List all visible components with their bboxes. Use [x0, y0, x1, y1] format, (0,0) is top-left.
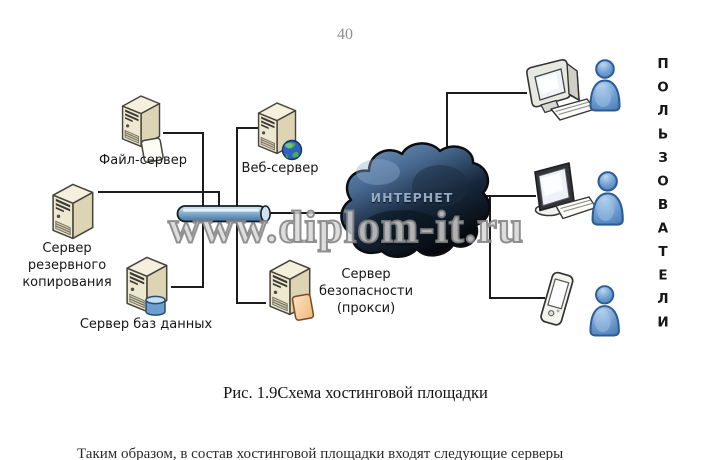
desktop-crt-icon	[526, 59, 596, 121]
web-server-icon	[257, 102, 303, 161]
security-server-label: Сервер безопасности (прокси)	[318, 267, 414, 316]
file-card-badge	[140, 137, 164, 163]
user-figure-3	[589, 285, 620, 337]
user-figure-1	[589, 59, 621, 112]
proxy-card-badge	[291, 293, 315, 321]
keyboard-icon	[550, 98, 596, 121]
backup-server-icon	[52, 183, 94, 240]
line-backupserver-hub	[98, 191, 220, 206]
line-internet-pc1	[446, 92, 527, 152]
internet-label: ИНТЕРНЕТ	[370, 190, 454, 205]
line-internet-pda	[489, 196, 545, 299]
line-dbserver-hub	[171, 222, 204, 288]
internet-cloud-icon	[340, 142, 491, 258]
database-server-icon	[126, 256, 168, 316]
file-server-icon	[121, 95, 164, 163]
backup-server-label: Сервер резервного копирования	[22, 241, 112, 290]
watermark: www.diplom-it.ru	[167, 201, 525, 253]
line-hub-securityserver	[236, 222, 266, 304]
body-text-clipped: Таким образом, в состав хостинговой площ…	[77, 446, 564, 460]
network-hub-icon	[176, 205, 271, 223]
pda-icon	[540, 271, 574, 326]
globe-badge	[281, 139, 303, 161]
web-server-label: Веб-сервер	[241, 161, 319, 176]
line-fileserver-hub	[163, 132, 204, 206]
desktop-lcd-icon	[534, 162, 597, 220]
user-figure-2	[591, 171, 624, 226]
page-number: 40	[337, 26, 353, 43]
figure-caption: Рис. 1.9Схема хостинговой площадки	[223, 383, 488, 402]
db-server-label: Сервер баз данных	[79, 317, 213, 332]
security-server-icon	[269, 259, 315, 321]
database-cylinder-badge	[145, 295, 166, 316]
file-server-label: Файл-сервер	[99, 153, 187, 168]
connection-lines	[98, 92, 545, 304]
line-webserver-hub	[236, 127, 258, 206]
users-vertical-label: ПОЛЬЗОВАТЕЛИ	[655, 56, 671, 338]
